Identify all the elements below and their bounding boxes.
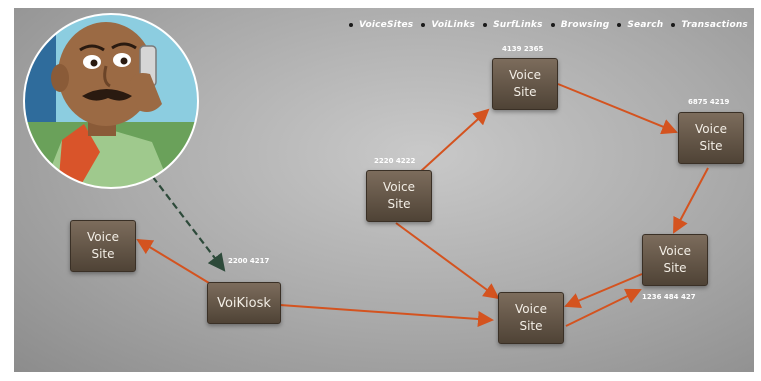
bullet-icon: [617, 23, 622, 27]
node-label-line2: Site: [91, 247, 115, 261]
right-mid-number: 1236 484 427: [642, 293, 696, 301]
nav-item-browsing[interactable]: Browsing: [550, 20, 610, 30]
link-top-righttop: [557, 83, 678, 135]
link-center-top: [419, 108, 490, 173]
top-number: 4139 2365: [502, 45, 544, 53]
voice-site-node-right-top[interactable]: Voice Site: [678, 112, 744, 164]
link-righttop-rightmid: [673, 167, 709, 234]
node-label-line2: Site: [699, 139, 723, 153]
node-label-line1: Voice: [383, 180, 415, 194]
slide: VoiceSites VoiLinks SurfLinks Browsing S…: [14, 8, 754, 372]
voice-site-node-center[interactable]: Voice Site: [366, 170, 432, 222]
center-number: 2220 4222: [374, 157, 416, 165]
nav-label: Browsing: [560, 20, 610, 30]
link-center-bottom: [395, 222, 500, 300]
voikiosk-node[interactable]: VoiKiosk: [207, 282, 281, 324]
bullet-icon: [483, 23, 488, 27]
nav-item-surflinks[interactable]: SurfLinks: [483, 20, 543, 30]
nav-label: Transactions: [681, 20, 748, 30]
node-label-line1: Voice: [509, 68, 541, 82]
node-label: VoiKiosk: [217, 295, 271, 311]
voice-site-node-right-mid[interactable]: Voice Site: [642, 234, 708, 286]
voice-site-node-left[interactable]: Voice Site: [70, 220, 136, 272]
node-label-line1: Voice: [659, 244, 691, 258]
nav-label: VoiceSites: [358, 20, 414, 30]
kiosk-number: 2200 4217: [228, 257, 270, 265]
right-top-number: 6875 4219: [688, 98, 730, 106]
link-rightmid-bottom: [564, 273, 643, 308]
top-navigation: VoiceSites VoiLinks SurfLinks Browsing S…: [348, 20, 748, 30]
node-label-line2: Site: [387, 197, 411, 211]
nav-item-voicesites[interactable]: VoiceSites: [348, 20, 414, 30]
node-label-line2: Site: [663, 261, 687, 275]
nav-label: VoiLinks: [431, 20, 476, 30]
node-label-line1: Voice: [695, 122, 727, 136]
nav-label: Search: [627, 20, 664, 30]
bullet-icon: [348, 23, 353, 27]
nav-item-transactions[interactable]: Transactions: [671, 20, 748, 30]
voice-site-node-bottom[interactable]: Voice Site: [498, 292, 564, 344]
node-label-line2: Site: [519, 319, 543, 333]
node-label-line1: Voice: [87, 230, 119, 244]
voice-site-node-top[interactable]: Voice Site: [492, 58, 558, 110]
link-bottom-rightmid: [565, 288, 642, 327]
nav-item-search[interactable]: Search: [617, 20, 663, 30]
link-kiosk-bottom: [279, 304, 494, 327]
link-kiosk-left: [136, 238, 215, 287]
nav-item-voilinks[interactable]: VoiLinks: [421, 20, 475, 30]
network-links: [136, 83, 709, 327]
cartoon-man-on-phone-icon: [23, 13, 199, 189]
bullet-icon: [421, 23, 426, 27]
nav-label: SurfLinks: [493, 20, 543, 30]
bullet-icon: [550, 23, 555, 27]
node-label-line2: Site: [513, 85, 537, 99]
node-label-line1: Voice: [515, 302, 547, 316]
bullet-icon: [671, 23, 676, 27]
